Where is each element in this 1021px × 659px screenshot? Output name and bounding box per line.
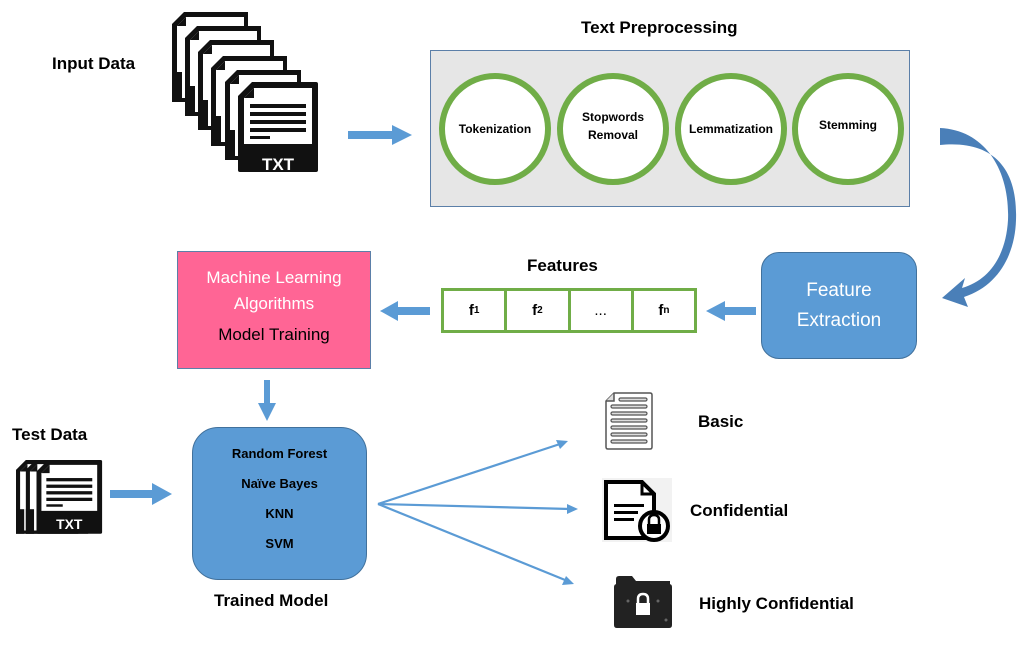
arrow-ml-to-trained-model (258, 380, 276, 421)
output-label-confidential: Confidential (690, 501, 789, 520)
step-tokenization: Tokenization (439, 73, 551, 185)
features-title: Features (527, 256, 598, 275)
feature-cell: ... (571, 291, 634, 330)
step-lemmatization: Lemmatization (675, 73, 787, 185)
feature-extraction-line: Feature (806, 279, 872, 301)
arrowhead (562, 576, 574, 585)
output-arrows (377, 442, 571, 584)
step-label-line: Removal (587, 128, 639, 142)
model-training-label: Model Training (218, 325, 330, 344)
step-label: Stopwords Removal (582, 108, 644, 144)
step-label: Lemmatization (688, 122, 773, 136)
curved-arrow-preprocessing-to-extraction (940, 128, 1017, 307)
arrow-to-confidential (377, 502, 571, 511)
feature-ellipsis: ... (594, 302, 607, 319)
step-label: Stemming (818, 118, 877, 132)
locked-document-icon (602, 478, 672, 542)
arrowhead (567, 504, 578, 514)
arrow-to-highly-confidential (377, 502, 571, 584)
feature-subscript: 2 (537, 305, 543, 316)
text-preprocessing-title: Text Preprocessing (581, 18, 738, 37)
arrow-features-to-ml (380, 301, 430, 321)
arrowhead (556, 440, 568, 449)
feature-subscript: 1 (473, 305, 480, 316)
ml-title-line: Algorithms (233, 294, 315, 313)
feature-extraction-box: Feature Extraction (761, 252, 917, 359)
document-icon (605, 392, 653, 450)
algorithm-item: SVM (265, 536, 294, 551)
algorithm-item: Naïve Bayes (241, 476, 318, 491)
test-data-label: Test Data (12, 425, 88, 444)
input-files-icon: TXT (172, 12, 318, 174)
algorithm-item: Random Forest (231, 446, 328, 461)
step-label: Tokenization (458, 122, 532, 136)
input-data-label: Input Data (52, 54, 136, 73)
trained-model-label: Trained Model (214, 591, 329, 610)
step-stemming: Stemming (792, 73, 904, 185)
arrow-test-to-trained-model (110, 483, 172, 505)
arrow-extraction-to-features (706, 301, 756, 321)
ml-title: Machine Learning Algorithms (178, 265, 370, 317)
arrow-input-to-preprocessing (348, 125, 412, 145)
txt-file-label: TXT (56, 516, 83, 532)
txt-file-label: TXT (262, 155, 295, 174)
ml-algorithms-box: Machine Learning Algorithms Model Traini… (177, 251, 371, 369)
test-files-icon: TXT (16, 460, 103, 534)
trained-model-box: Random Forest Naïve Bayes KNN SVM (192, 427, 367, 580)
step-label-line: Stopwords (582, 110, 644, 124)
feature-base: f (658, 302, 664, 319)
arrow-to-basic (377, 442, 561, 506)
ml-title-line: Machine Learning (206, 268, 342, 287)
output-label-highly-confidential: Highly Confidential (699, 594, 854, 613)
algorithm-item: KNN (265, 506, 294, 521)
locked-folder-icon (614, 576, 672, 628)
step-stopwords-removal: Stopwords Removal (557, 73, 669, 185)
feature-base: f (532, 302, 538, 319)
text-preprocessing-panel: Tokenization Stopwords Removal Lemmatiza… (430, 50, 910, 207)
feature-extraction-line: Extraction (796, 309, 882, 331)
feature-subscript: n (663, 305, 670, 316)
feature-base: f (468, 302, 474, 319)
output-label-basic: Basic (698, 412, 744, 431)
